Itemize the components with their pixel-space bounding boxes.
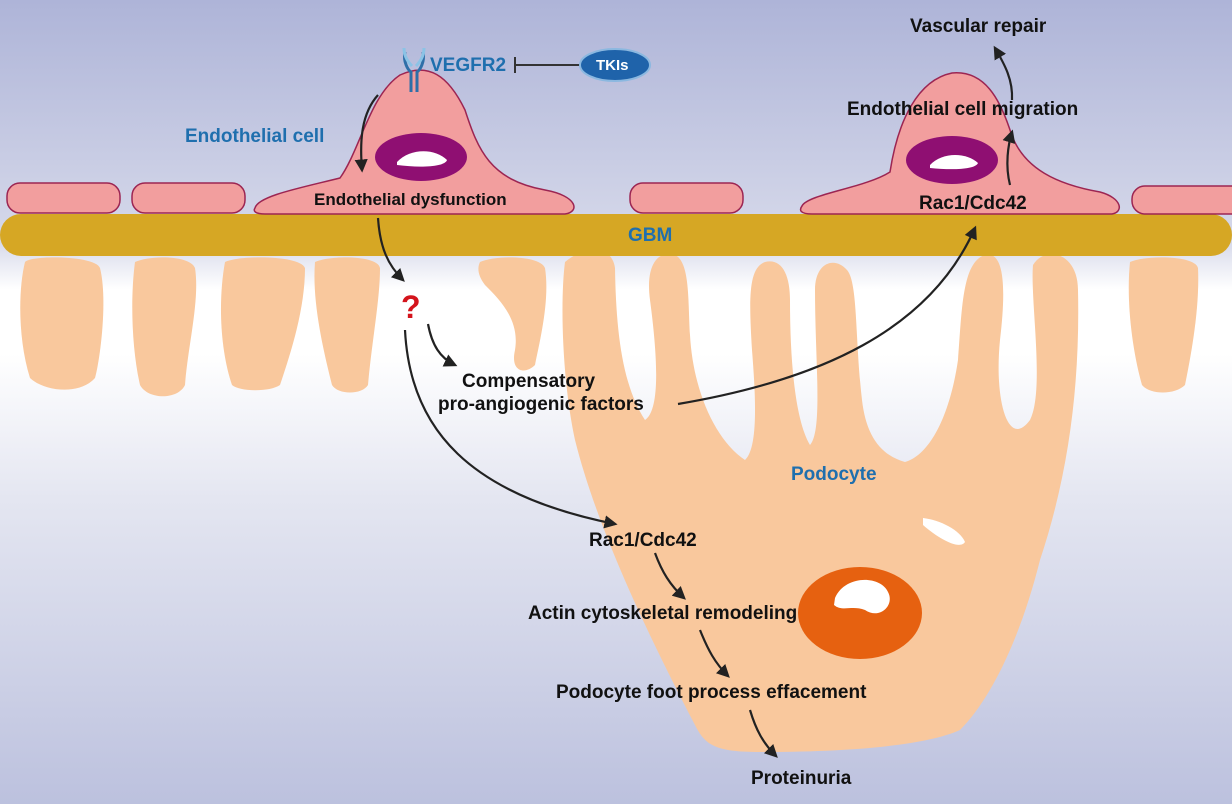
foot-process — [1128, 257, 1199, 393]
foot-process — [20, 257, 104, 390]
endothelial-segment — [131, 182, 246, 214]
gbm-layer — [0, 214, 1232, 256]
label-question: ? — [401, 289, 421, 325]
label-endothelial-dysfunction: Endothelial dysfunction — [314, 190, 507, 209]
foot-process — [314, 257, 380, 393]
label-proteinuria: Proteinuria — [751, 768, 852, 789]
label-podocyte: Podocyte — [791, 464, 877, 485]
podocyte-nucleolus — [834, 579, 890, 614]
endothelial-segment — [6, 182, 121, 214]
endothelial-segment — [629, 182, 744, 214]
arrow-receptor-to-dysfunction — [354, 94, 379, 173]
foot-process — [478, 257, 547, 371]
label-rac1-top: Rac1/Cdc42 — [919, 193, 1027, 214]
label-foot-process-effacement: Podocyte foot process effacement — [556, 682, 867, 703]
arrow-question-to-rac1 — [403, 329, 618, 529]
podocyte-cell — [562, 249, 1079, 752]
label-endothelial-migration: Endothelial cell migration — [847, 99, 1079, 120]
vegfr2-receptor-icon — [402, 47, 426, 92]
label-gbm: GBM — [628, 225, 673, 246]
podocyte-vacuole — [923, 518, 965, 545]
label-actin-remodeling: Actin cytoskeletal remodeling — [528, 603, 798, 624]
arrow-dysfunction-to-question — [376, 217, 405, 282]
endothelial-nucleolus-left — [397, 151, 447, 167]
label-compensatory-line2: pro-angiogenic factors — [438, 394, 644, 415]
label-vascular-repair: Vascular repair — [910, 16, 1047, 37]
label-tkis: TKIs — [596, 57, 629, 74]
arrow-effacement-to-proteinuria — [748, 709, 778, 758]
label-endothelial-cell: Endothelial cell — [185, 126, 325, 147]
tkis-ellipse — [579, 48, 651, 82]
arrow-question-to-compensatory — [426, 323, 458, 367]
label-rac1-bottom: Rac1/Cdc42 — [589, 530, 697, 551]
podocyte-nucleus — [798, 567, 922, 659]
endothelial-segment — [1131, 185, 1232, 215]
arrow-rac1-to-migration — [1002, 129, 1016, 186]
label-vegfr2: VEGFR2 — [430, 55, 507, 76]
foot-process — [220, 257, 305, 391]
arrow-migration-to-repair — [993, 45, 1014, 101]
endothelial-nucleolus-right — [930, 154, 978, 170]
foot-process — [132, 257, 197, 397]
arrow-compensatory-to-rac1-top — [677, 225, 977, 406]
arrow-actin-to-effacement — [698, 629, 730, 678]
arrow-rac1-to-actin — [653, 552, 686, 600]
label-compensatory-line1: Compensatory — [462, 371, 596, 392]
